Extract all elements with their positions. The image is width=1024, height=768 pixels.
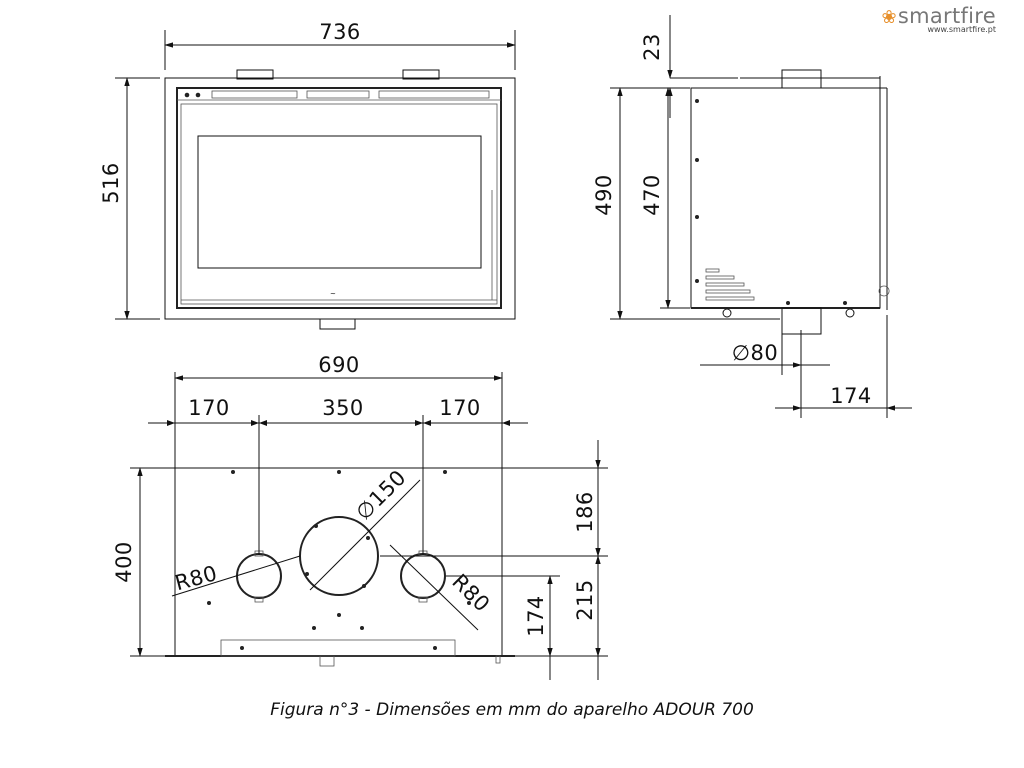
side-outlet-diameter-label: ∅80 bbox=[732, 341, 779, 365]
side-body-height-label: 470 bbox=[640, 174, 664, 216]
bottom-spacing-right-label: 170 bbox=[439, 396, 481, 420]
side-outlet-depth-label: 174 bbox=[830, 384, 872, 408]
brand-logo: ❀smartfire www.smartfire.pt bbox=[881, 4, 996, 34]
svg-text:~: ~ bbox=[330, 290, 336, 298]
bottom-radius-right-label: R80 bbox=[447, 569, 494, 616]
side-view: 23 490 470 ∅80 174 bbox=[592, 15, 912, 418]
bottom-width-label: 690 bbox=[318, 353, 360, 377]
bottom-view: 690 170 350 170 400 ∅150 R80 R80 bbox=[112, 353, 608, 680]
logo-url: www.smartfire.pt bbox=[927, 25, 996, 34]
logo-name: smartfire bbox=[897, 4, 996, 28]
flame-icon: ❀ bbox=[881, 7, 897, 28]
bottom-radius-left-label: R80 bbox=[172, 561, 220, 595]
bottom-depth-label: 400 bbox=[112, 541, 136, 583]
figure-caption: Figura n°3 - Dimensões em mm do aparelho… bbox=[270, 700, 754, 720]
bottom-offset-bottom-label: 215 bbox=[573, 579, 597, 621]
bottom-offset-top-label: 186 bbox=[573, 491, 597, 533]
bottom-spacing-left-label: 170 bbox=[188, 396, 230, 420]
bottom-spacing-middle-label: 350 bbox=[322, 396, 364, 420]
front-width-label: 736 bbox=[319, 20, 361, 44]
bottom-flue-diameter-label: ∅150 bbox=[351, 465, 411, 525]
side-total-height-label: 490 bbox=[592, 174, 616, 216]
side-offset-label: 23 bbox=[640, 33, 664, 61]
front-height-label: 516 bbox=[99, 162, 123, 204]
bottom-offset-side-label: 174 bbox=[524, 595, 548, 637]
front-view: ~ 736 516 bbox=[99, 20, 516, 330]
